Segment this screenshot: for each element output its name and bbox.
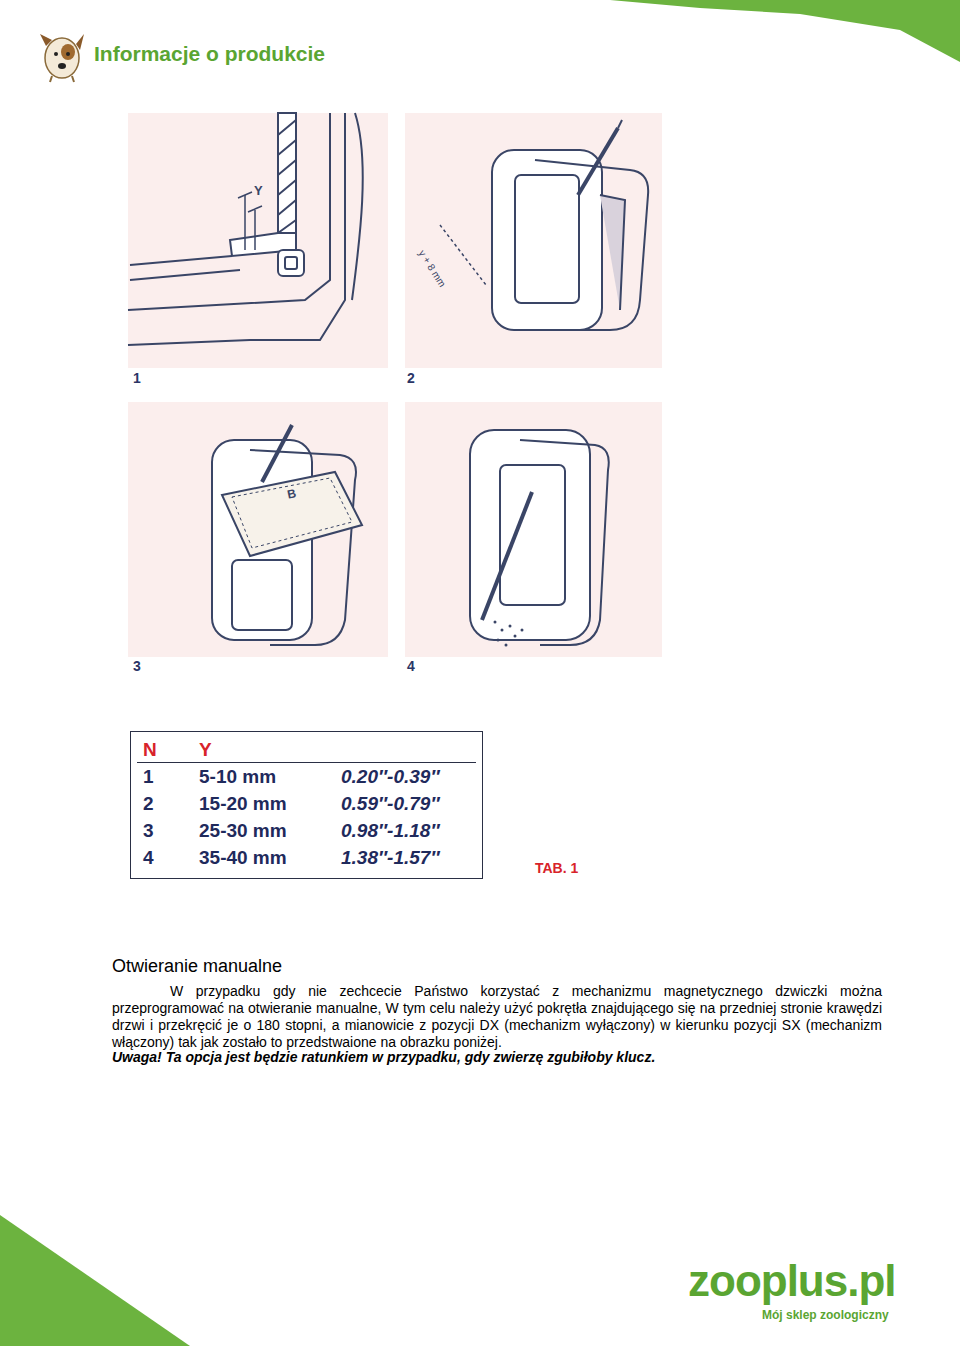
door-frame-figure (128, 113, 363, 345)
brand-logo: zooplus.pl (688, 1254, 896, 1308)
figure-panel (405, 113, 662, 368)
table-cell: 25-30 mm (199, 820, 287, 842)
cat-flap-figure (440, 120, 648, 330)
table-cell: 3 (143, 820, 154, 842)
table-cell: 0.98″-1.18″ (341, 820, 440, 842)
green-band (0, 1215, 190, 1346)
table-cell: 35-40 mm (199, 847, 287, 869)
table-cell: N (143, 739, 157, 761)
table-cell: 4 (143, 847, 154, 869)
dimension-table: N Y 1 5-10 mm 0.20″-0.39″ 2 15-20 mm 0.59″-0.79… (130, 731, 483, 879)
figure-panel (128, 113, 388, 368)
warning-note: Uwaga! Ta opcja jest będzie ratunkiem w … (112, 1049, 912, 1066)
figure-number: 1 (133, 370, 141, 387)
figure-number: 4 (407, 658, 415, 675)
green-band (610, 0, 960, 62)
figure-panel (405, 402, 662, 657)
dimension-label: y + 8 mm (416, 248, 448, 289)
section-heading: Otwieranie manualne (112, 955, 282, 977)
table-cell: 5-10 mm (199, 766, 276, 788)
page-header: Informacje o produkcie (94, 42, 325, 66)
brand-tagline: Mój sklep zoologiczny (762, 1308, 889, 1323)
dog-icon (40, 34, 84, 82)
cutting-figure (470, 430, 609, 647)
table-cell: 0.20″-0.39″ (341, 766, 440, 788)
table-cell: 2 (143, 793, 154, 815)
figure-number: 3 (133, 658, 141, 675)
header-rule (137, 762, 476, 763)
figure-number: 2 (407, 370, 415, 387)
dimension-label: Y (254, 183, 263, 199)
table-cell: 1.38″-1.57″ (341, 847, 440, 869)
table-cell: 0.59″-0.79″ (341, 793, 440, 815)
table-cell: Y (199, 739, 212, 761)
template-letter: B (286, 486, 298, 502)
table-cell: 15-20 mm (199, 793, 287, 815)
figure-panel (128, 402, 388, 657)
template-figure (212, 425, 362, 645)
body-paragraph: W przypadku gdy nie zechcecie Państwo ko… (112, 983, 882, 1051)
table-caption: TAB. 1 (535, 860, 578, 877)
table-cell: 1 (143, 766, 154, 788)
